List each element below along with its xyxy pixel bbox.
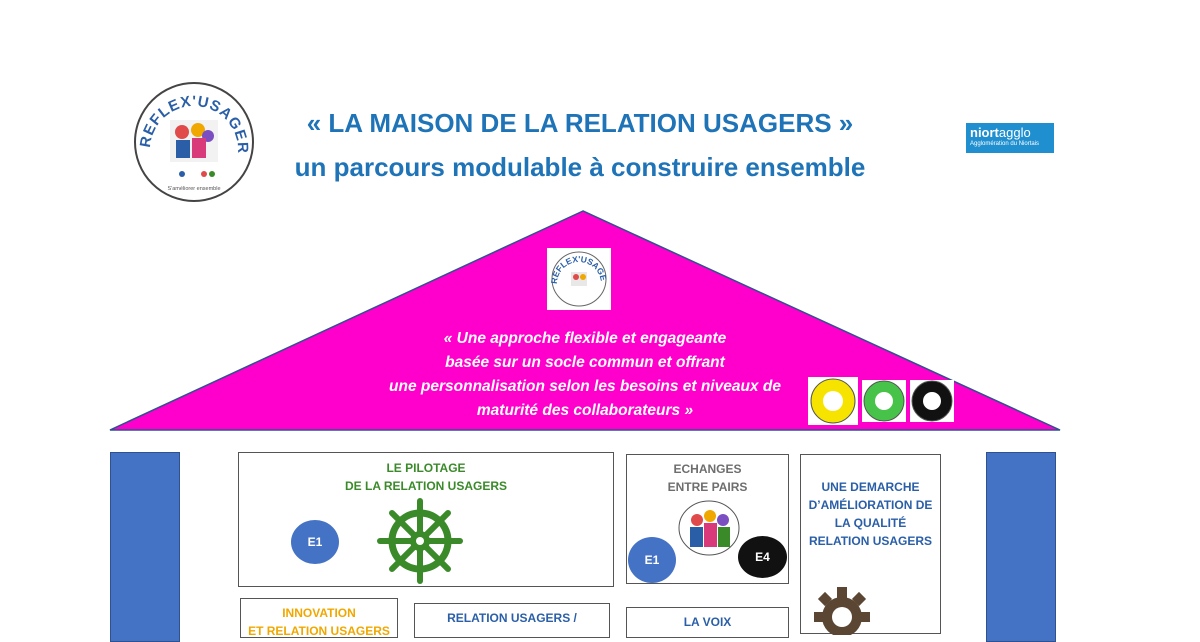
tag-e4: E4: [738, 536, 787, 578]
niort-agglo-logo-brand-b: agglo: [998, 125, 1031, 140]
module-pilotage[interactable]: LE PILOTAGE DE LA RELATION USAGERS E1: [238, 452, 614, 587]
module-demarche-line1: UNE DEMARCHE: [821, 480, 920, 494]
left-column: [110, 452, 180, 642]
module-innovation-line1: INNOVATION: [282, 606, 356, 620]
module-relation-line1: RELATION USAGERS /: [447, 611, 577, 625]
module-demarche-line4: RELATION USAGERS: [808, 534, 933, 548]
niort-agglo-logo: niortagglo Agglomération du Niortais: [966, 123, 1054, 153]
module-voix[interactable]: LA VOIX: [626, 607, 789, 638]
module-echanges-line2: ENTRE PAIRS: [667, 480, 748, 494]
module-innovation[interactable]: INNOVATION ET RELATION USAGERS: [240, 598, 398, 638]
module-demarche-line2: D’AMÉLIORATION DE: [808, 498, 933, 512]
module-innovation-line2: ET RELATION USAGERS: [248, 624, 390, 638]
module-echanges[interactable]: ECHANGES ENTRE PAIRS E1 E4: [626, 454, 789, 584]
module-relation-usagers[interactable]: RELATION USAGERS /: [414, 603, 610, 638]
right-column: [986, 452, 1056, 642]
tag-e1: E1: [628, 537, 676, 583]
badges-group: [808, 377, 954, 425]
niort-agglo-logo-brand-a: niort: [970, 125, 999, 140]
tag-e1: E1: [291, 520, 339, 564]
roof-quote-line: basée sur un socle commun et offrant: [445, 354, 725, 371]
roof-quote-line: une personnalisation selon les besoins e…: [389, 378, 781, 395]
page-subtitle: un parcours modulable à construire ensem…: [294, 152, 866, 182]
logo-tagline: S'améliorer ensemble: [167, 186, 220, 192]
niort-agglo-logo-subtitle: Agglomération du Niortais: [970, 141, 1040, 147]
ship-wheel-icon: [377, 498, 463, 584]
module-pilotage-line1: LE PILOTAGE: [386, 461, 466, 475]
gear-icon: [814, 587, 870, 635]
reflex-usagers-logo: REFLEX'USAGERS S'améliorer ensemble: [132, 80, 254, 202]
roof-quote-line: « Une approche flexible et engageante: [443, 330, 727, 347]
module-pilotage-line2: DE LA RELATION USAGERS: [344, 479, 507, 493]
module-echanges-line1: ECHANGES: [673, 462, 742, 476]
module-demarche[interactable]: UNE DEMARCHE D’AMÉLIORATION DE LA QUALIT…: [800, 454, 941, 635]
module-demarche-line3: LA QUALITÉ: [834, 516, 907, 530]
roof-logo: REFLEX'USAGERS: [547, 248, 611, 310]
module-voix-line1: LA VOIX: [683, 615, 732, 629]
roof-quote-line: maturité des collaborateurs »: [476, 402, 694, 419]
people-icon: [678, 500, 740, 556]
page-title: « LA MAISON DE LA RELATION USAGERS »: [306, 108, 854, 138]
roof-quote: « Une approche flexible et engageante ba…: [330, 327, 840, 423]
